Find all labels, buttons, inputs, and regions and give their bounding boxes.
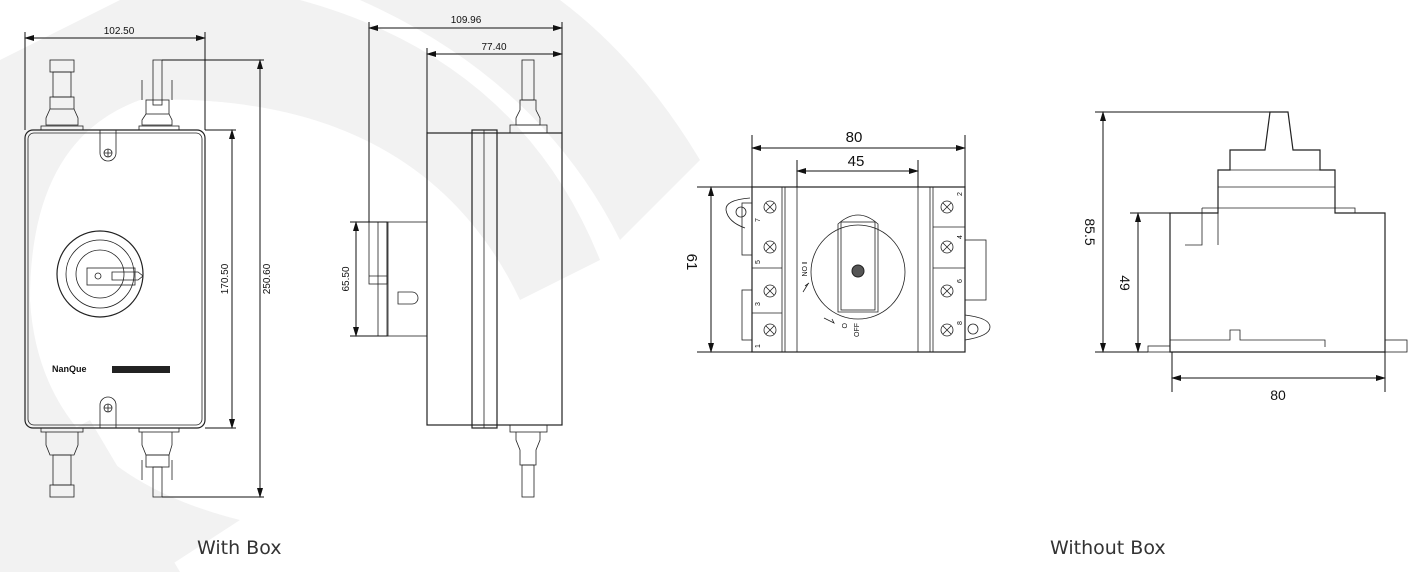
dimension-height-170-50: 170.50 — [205, 129, 236, 429]
svg-text:3: 3 — [755, 302, 762, 306]
svg-text:7: 7 — [755, 218, 762, 222]
without-box-front-view: 7 5 3 1 2 4 6 8 ION O OFF 80 45 — [683, 129, 991, 353]
svg-text:102.50: 102.50 — [104, 26, 135, 37]
top-screw-icon — [99, 130, 117, 162]
svg-text:4: 4 — [957, 235, 964, 239]
svg-text:1: 1 — [755, 344, 762, 348]
dimension-height-49: 49 — [1117, 212, 1170, 353]
off-symbol: O — [842, 322, 849, 328]
svg-text:49: 49 — [1117, 275, 1133, 291]
off-label: OFF — [854, 323, 861, 337]
dimension-width-102-50: 102.50 — [24, 26, 206, 130]
nameplate-bar — [112, 366, 170, 373]
svg-text:170.50: 170.50 — [220, 263, 231, 294]
with-box-front-view: NanQue 102.50 170.50 250.60 — [24, 26, 273, 498]
dimension-depth-109-96: 109.96 — [368, 15, 563, 222]
svg-text:109.96: 109.96 — [451, 15, 482, 26]
svg-text:65.50: 65.50 — [341, 266, 352, 291]
top-connector-left — [40, 59, 84, 131]
svg-text:61: 61 — [683, 254, 700, 271]
dimension-height-85-5: 85.5 — [1082, 111, 1270, 353]
dimension-height-250-60: 250.60 — [162, 59, 273, 498]
svg-text:5: 5 — [755, 260, 762, 264]
svg-text:80: 80 — [1270, 387, 1286, 403]
on-arrow-icon — [802, 282, 810, 293]
dimension-depth-77-40: 77.40 — [426, 42, 563, 133]
watermark-logo — [0, 0, 700, 572]
svg-text:2: 2 — [957, 192, 964, 196]
brand-label: NanQue — [52, 364, 87, 374]
terminal-numbers: 7 5 3 1 2 4 6 8 — [755, 192, 964, 348]
dimension-width-45: 45 — [796, 153, 919, 187]
rotary-handle — [810, 214, 906, 320]
with-box-side-view: 109.96 77.40 65.50 — [341, 15, 563, 498]
caption-with-box: With Box — [197, 537, 282, 559]
svg-text:85.5: 85.5 — [1082, 218, 1098, 245]
dimension-height-65-50: 65.50 — [341, 221, 387, 337]
dimension-height-61: 61 — [683, 186, 752, 353]
terminal-screws — [763, 200, 954, 337]
bottom-connector-right — [138, 427, 180, 498]
without-box-side-view: 85.5 49 80 — [1082, 111, 1408, 403]
svg-text:250.60: 250.60 — [262, 263, 273, 294]
top-connector-right — [138, 59, 180, 131]
on-label: ION — [800, 262, 807, 276]
svg-text:77.40: 77.40 — [481, 42, 506, 53]
bottom-screw-icon — [99, 396, 117, 428]
svg-text:8: 8 — [957, 321, 964, 325]
dimension-width-80-base: 80 — [1171, 352, 1386, 403]
rotary-knob — [56, 230, 144, 318]
caption-without-box: Without Box — [1050, 537, 1166, 559]
bottom-connector-left — [40, 427, 84, 498]
svg-text:80: 80 — [846, 129, 863, 146]
svg-text:6: 6 — [957, 279, 964, 283]
off-arrow-icon — [823, 317, 835, 324]
svg-text:45: 45 — [848, 153, 865, 170]
dimension-width-80: 80 — [751, 129, 966, 187]
